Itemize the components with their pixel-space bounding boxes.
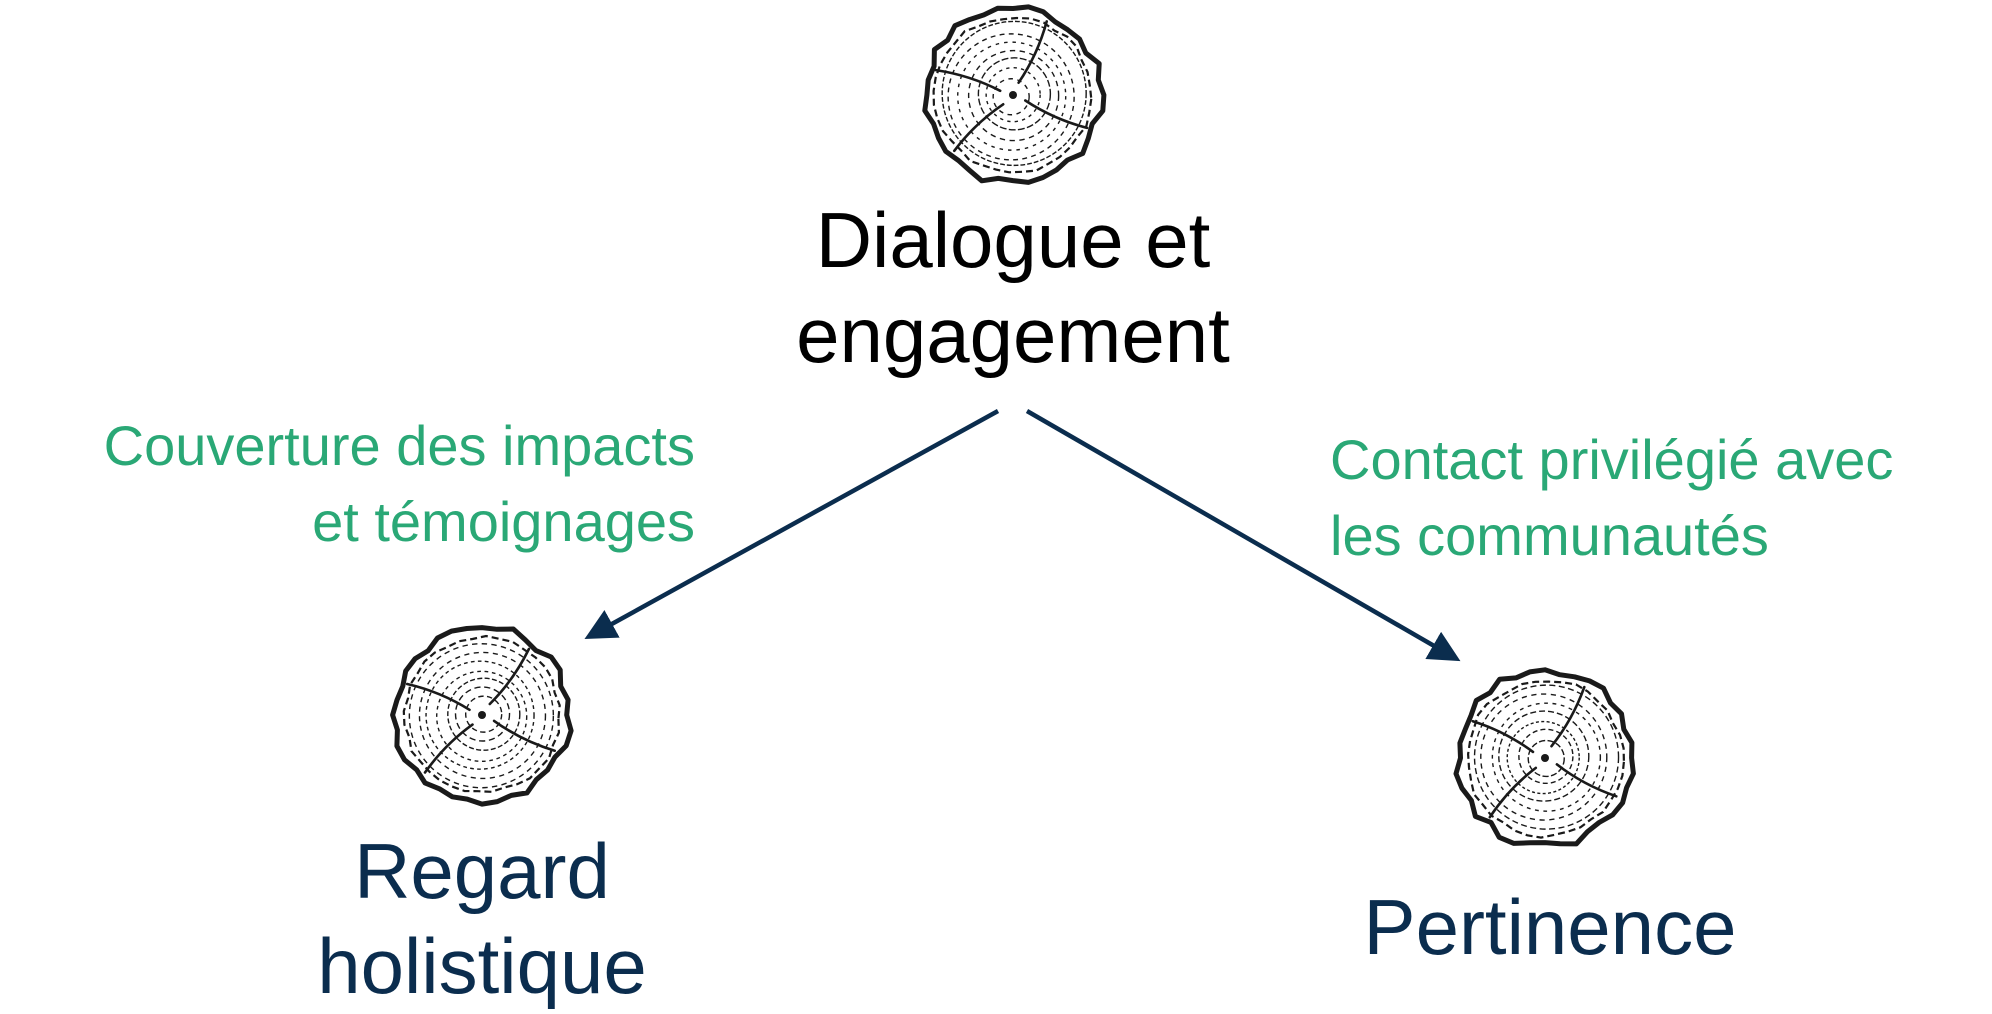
node-title-left: Regard holistique (232, 824, 732, 1014)
node-title-top: Dialogue et engagement (713, 193, 1313, 383)
arrow-top-to-left (584, 409, 1000, 640)
title-line: holistique (317, 922, 647, 1010)
title-line: Regard (354, 827, 610, 915)
title-line: Pertinence (1363, 883, 1737, 971)
node-title-right: Pertinence (1320, 880, 1780, 975)
tree-ring-log-icon (1453, 667, 1636, 847)
edge-label-right: Contact privilégié avec les communautés (1330, 422, 1985, 574)
label-line: Contact privilégié avec (1330, 428, 1894, 491)
label-line: Couverture des impacts (103, 414, 695, 477)
title-line: engagement (796, 291, 1230, 379)
label-line: et témoignages (312, 490, 695, 553)
tree-ring-log-icon (922, 4, 1107, 185)
label-line: les communautés (1330, 504, 1769, 567)
tree-ring-log-icon (390, 625, 574, 807)
title-line: Dialogue et (815, 196, 1211, 284)
arrow-top-to-right (1025, 409, 1461, 662)
edge-label-left: Couverture des impacts et témoignages (10, 408, 695, 560)
